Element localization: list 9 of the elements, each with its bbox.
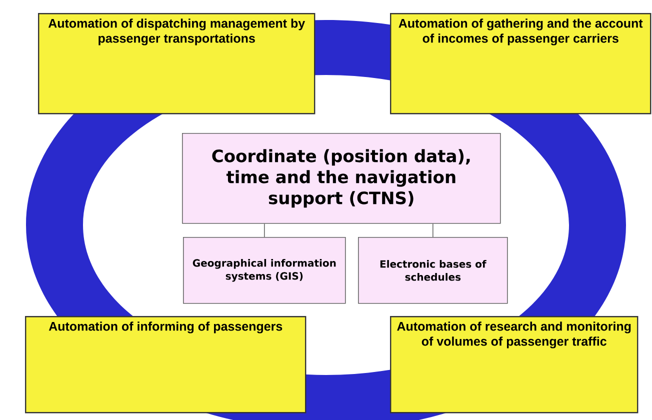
connector-line [432,223,434,238]
process-box: Automation of informing of passengers [25,316,306,414]
connector-line [264,223,265,238]
core-box: Coordinate (position data), time and the navigation support (CTNS) [182,133,501,224]
process-box: Automation of research and monitoring of volumes of passenger traffic [390,316,638,414]
process-box: Electronic bases of schedules [358,237,508,304]
process-box: Automation of dispatching management by passenger transportations [38,13,316,114]
process-box: Geographical information systems (GIS) [183,237,346,304]
process-box: Automation of gathering and the account of incomes of passenger carriers [390,13,652,114]
